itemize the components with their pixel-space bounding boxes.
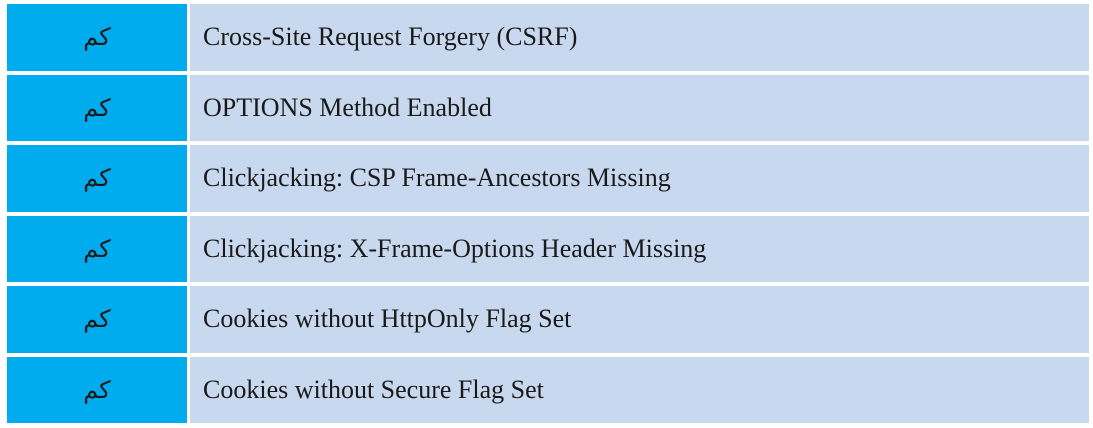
table-row: کم Cross-Site Request Forgery (CSRF) bbox=[7, 4, 1089, 71]
table-row: کم Clickjacking: X-Frame-Options Header … bbox=[7, 215, 1089, 282]
finding-cell: Clickjacking: X-Frame-Options Header Mis… bbox=[190, 215, 1089, 282]
severity-cell: کم bbox=[7, 74, 187, 141]
vulnerability-table: کم Cross-Site Request Forgery (CSRF) کم … bbox=[7, 4, 1089, 423]
severity-cell: کم bbox=[7, 4, 187, 71]
finding-cell: Cookies without HttpOnly Flag Set bbox=[190, 286, 1089, 353]
finding-cell: OPTIONS Method Enabled bbox=[190, 74, 1089, 141]
table-row: کم Clickjacking: CSP Frame-Ancestors Mis… bbox=[7, 145, 1089, 212]
severity-cell: کم bbox=[7, 215, 187, 282]
severity-cell: کم bbox=[7, 356, 187, 423]
table-row: کم OPTIONS Method Enabled bbox=[7, 74, 1089, 141]
severity-cell: کم bbox=[7, 286, 187, 353]
finding-cell: Cross-Site Request Forgery (CSRF) bbox=[190, 4, 1089, 71]
finding-cell: Cookies without Secure Flag Set bbox=[190, 356, 1089, 423]
table-row: کم Cookies without Secure Flag Set bbox=[7, 356, 1089, 423]
finding-cell: Clickjacking: CSP Frame-Ancestors Missin… bbox=[190, 145, 1089, 212]
table-row: کم Cookies without HttpOnly Flag Set bbox=[7, 286, 1089, 353]
severity-cell: کم bbox=[7, 145, 187, 212]
